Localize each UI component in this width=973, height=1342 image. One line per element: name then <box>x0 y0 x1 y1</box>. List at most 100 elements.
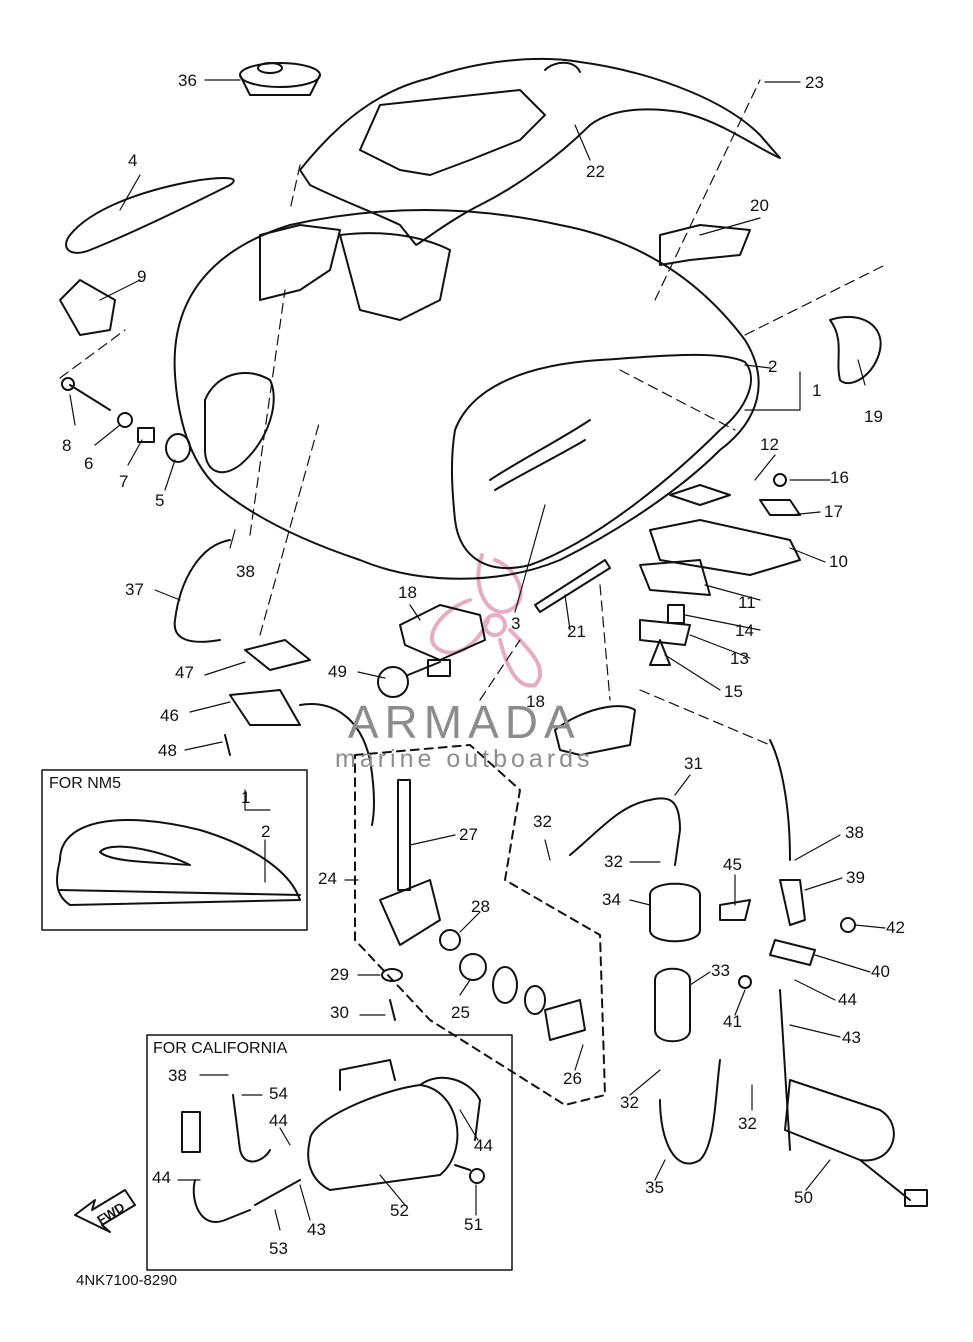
inset-nm5-title: FOR NM5 <box>49 775 121 792</box>
hose-31 <box>569 797 681 866</box>
fuel-cap <box>239 62 321 96</box>
part-code: 4NK7100-8290 <box>76 1272 177 1289</box>
callout-32-b: 32 <box>604 852 623 871</box>
callout-36: 36 <box>178 71 197 90</box>
watermark-tagline: marine outboards <box>335 745 594 773</box>
callout-49: 49 <box>328 662 347 681</box>
callout-28: 28 <box>471 897 490 916</box>
inset-ca-callout-54: 54 <box>269 1084 288 1103</box>
callout-15: 15 <box>724 682 743 701</box>
callout-5: 5 <box>155 491 165 510</box>
callout-38: 38 <box>236 562 255 581</box>
watermark-logo-icon <box>430 553 543 688</box>
callout-7: 7 <box>119 472 129 491</box>
callout-20: 20 <box>750 196 769 215</box>
fwd-arrow-icon <box>74 1189 136 1233</box>
callout-31: 31 <box>684 754 703 773</box>
callout-22: 22 <box>586 162 605 181</box>
inset-ca-callout-44-b: 43 <box>307 1220 326 1239</box>
callout-37: 37 <box>125 580 144 599</box>
badge-4 <box>65 176 235 254</box>
callout-27: 27 <box>459 825 478 844</box>
callout-46: 46 <box>160 706 179 725</box>
pad-18-upper <box>399 604 486 661</box>
inset-california-title: FOR CALIFORNIA <box>153 1040 288 1057</box>
callout-11: 11 <box>738 593 756 612</box>
watermark-brand: ARMADA <box>347 696 581 748</box>
mount-bolt-stack <box>61 377 191 463</box>
bracket-19 <box>829 315 882 385</box>
callout-12: 12 <box>760 435 779 454</box>
callout-45: 45 <box>723 855 742 874</box>
callout-42: 42 <box>886 918 905 937</box>
callout-41: 41 <box>723 1012 742 1031</box>
callout-32-d: 32 <box>738 1114 757 1133</box>
emblem-9 <box>59 279 116 336</box>
fuel-cock <box>379 779 586 1041</box>
callout-4: 4 <box>128 151 138 170</box>
callout-9: 9 <box>137 267 147 286</box>
callout-38-b: 38 <box>845 823 864 842</box>
callout-30: 30 <box>330 1003 349 1022</box>
callout-23: 23 <box>805 73 824 92</box>
inset-nm5-callout-1: 1 <box>241 788 251 807</box>
sender-unit <box>224 639 451 826</box>
callout-35: 35 <box>645 1178 664 1197</box>
callout-6: 6 <box>84 454 94 473</box>
inset-california <box>146 1034 513 1271</box>
callout-34: 34 <box>602 890 621 909</box>
callout-25: 25 <box>451 1003 470 1022</box>
callout-26: 26 <box>563 1069 582 1088</box>
inset-ca-callout-51: 52 <box>390 1201 409 1220</box>
vent-parts <box>719 879 856 1151</box>
tank-cover <box>299 57 781 246</box>
callout-32-c: 32 <box>620 1093 639 1112</box>
callout-19: 19 <box>864 407 883 426</box>
callout-40: 40 <box>871 962 890 981</box>
leader-lines <box>69 79 886 1231</box>
callout-16: 16 <box>830 468 849 487</box>
bracket-plates <box>639 473 801 666</box>
fuel-cock-outline <box>354 744 606 1106</box>
callout-10: 10 <box>829 552 848 571</box>
inset-ca-callout-53: 51 <box>464 1215 483 1234</box>
pump-assembly <box>649 882 928 1207</box>
callout-43: 43 <box>842 1028 861 1047</box>
bracket-20 <box>659 224 751 266</box>
inset-ca-callout-44-a: 44 <box>269 1111 288 1130</box>
fuel-tank <box>173 209 760 580</box>
hose-35 <box>659 1059 721 1165</box>
guide-lines <box>59 79 886 746</box>
callout-47: 47 <box>175 663 194 682</box>
pad-18-lower <box>554 705 636 756</box>
callout-50: 50 <box>794 1188 813 1207</box>
callout-29: 29 <box>330 965 349 984</box>
inset-ca-callout-38: 38 <box>168 1066 187 1085</box>
callout-21: 21 <box>567 622 586 641</box>
callout-13: 13 <box>730 649 749 668</box>
callout-44: 44 <box>838 990 857 1009</box>
callout-33: 33 <box>711 961 730 980</box>
callout-3: 3 <box>511 614 521 633</box>
callout-48: 48 <box>158 741 177 760</box>
callout-1: 1 <box>812 381 822 400</box>
inset-ca-callout-52: 44 <box>474 1136 493 1155</box>
callout-18-upper: 18 <box>398 583 417 602</box>
inset-ca-callout-43: 53 <box>269 1239 288 1258</box>
callout-14: 14 <box>735 621 754 640</box>
inset-nm5 <box>41 769 308 931</box>
callout-32-a: 32 <box>533 812 552 831</box>
callout-18-lower: 18 <box>526 692 545 711</box>
strip-21 <box>534 559 611 613</box>
callout-39: 39 <box>846 868 865 887</box>
callout-17: 17 <box>824 502 843 521</box>
callout-24: 24 <box>318 869 337 888</box>
inset-nm5-callout-2: 2 <box>261 822 271 841</box>
watermark: ARMADA marine outboards <box>335 695 594 774</box>
callout-8: 8 <box>62 436 72 455</box>
callout-2: 2 <box>768 357 778 376</box>
hose-37 <box>173 539 231 643</box>
hose-vent <box>769 739 791 861</box>
inset-ca-callout-44-c: 44 <box>152 1168 171 1187</box>
